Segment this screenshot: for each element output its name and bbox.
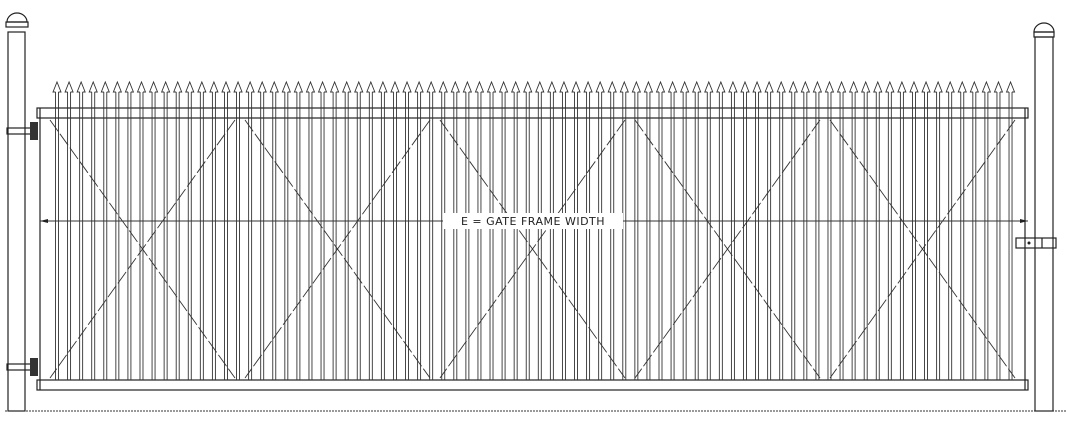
picket [752, 80, 762, 380]
picket [873, 80, 883, 380]
x-brace [439, 119, 626, 379]
x-braces [49, 119, 1016, 379]
picket [378, 80, 388, 380]
picket [209, 80, 219, 380]
picket [269, 80, 279, 380]
picket [498, 80, 509, 380]
x-brace [634, 119, 821, 379]
latch [1015, 237, 1057, 249]
picket [776, 80, 786, 380]
picket [112, 80, 123, 380]
picket [728, 80, 738, 380]
picket [547, 80, 557, 380]
picket [861, 80, 871, 380]
picket [643, 80, 654, 380]
picket [136, 80, 147, 380]
picket [257, 80, 267, 380]
picket [438, 80, 448, 380]
picket [366, 80, 376, 380]
picket [692, 80, 702, 380]
gate-frame [36, 107, 1029, 391]
x-brace [829, 119, 1016, 379]
picket [160, 80, 171, 380]
picket [390, 80, 400, 380]
picket [631, 80, 642, 380]
x-brace [49, 119, 236, 379]
right-post [1033, 22, 1055, 412]
picket [655, 80, 666, 380]
picket [342, 80, 352, 380]
picket [933, 80, 943, 380]
picket [909, 80, 919, 380]
picket [354, 80, 364, 380]
picket [800, 80, 811, 380]
picket [981, 80, 992, 380]
picket [571, 80, 581, 380]
upper-hinge [6, 122, 38, 140]
picket [535, 80, 545, 380]
picket [88, 80, 98, 380]
picket [510, 80, 521, 380]
picket [740, 80, 750, 380]
picket [100, 80, 110, 380]
picket [233, 80, 243, 380]
picket [583, 80, 593, 380]
picket [619, 80, 629, 380]
picket [812, 80, 823, 380]
picket [523, 80, 533, 380]
picket [993, 80, 1004, 380]
picket [1005, 80, 1016, 380]
picket [474, 80, 485, 380]
picket [836, 80, 847, 380]
picket [402, 80, 412, 380]
dimension-label: E = GATE FRAME WIDTH [461, 215, 605, 228]
picket [764, 80, 774, 380]
left-post [5, 12, 29, 412]
picket [293, 80, 304, 380]
picket [607, 80, 617, 380]
picket [897, 80, 907, 380]
picket [716, 80, 726, 380]
picket [124, 80, 135, 380]
picket [197, 80, 207, 380]
pickets [52, 80, 1016, 380]
picket [52, 80, 62, 380]
picket [462, 80, 473, 380]
picket [486, 80, 497, 380]
picket [305, 80, 316, 380]
picket [173, 80, 183, 380]
lower-hinge [6, 358, 38, 376]
picket [317, 80, 328, 380]
picket [414, 80, 424, 380]
picket [221, 80, 231, 380]
x-brace [244, 119, 431, 379]
picket [185, 80, 195, 380]
picket [704, 80, 714, 380]
picket [848, 80, 859, 380]
picket [945, 80, 955, 380]
picket [329, 80, 340, 380]
picket [245, 80, 255, 380]
picket [921, 80, 931, 380]
picket [595, 80, 605, 380]
picket [64, 80, 74, 380]
picket [788, 80, 798, 380]
picket [450, 80, 460, 380]
picket [824, 80, 835, 380]
picket [957, 80, 967, 380]
picket [667, 80, 678, 380]
picket [885, 80, 895, 380]
picket [281, 80, 291, 380]
dimension-line: E = GATE FRAME WIDTH [40, 213, 1028, 229]
picket [969, 80, 979, 380]
picket [559, 80, 569, 380]
picket [148, 80, 159, 380]
picket [426, 80, 436, 380]
picket [679, 80, 690, 380]
